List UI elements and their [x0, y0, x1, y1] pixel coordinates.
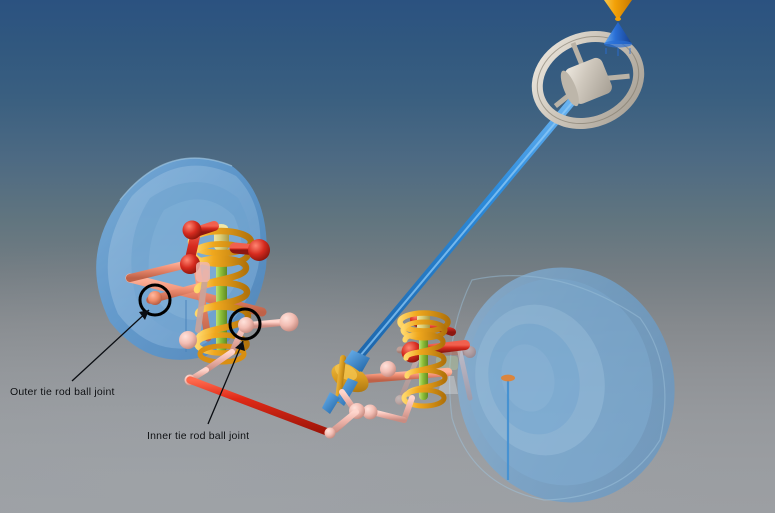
callout-circle — [228, 307, 262, 341]
steering-wheel — [531, 30, 645, 130]
leader-arrowhead — [139, 310, 149, 320]
annotation-outer-tie-rod-ball-joint[interactable] — [71, 283, 172, 382]
axis-marker-icon — [604, 0, 632, 56]
leader-line — [207, 340, 244, 425]
left-suspension — [125, 220, 299, 386]
tie-rod — [186, 376, 359, 439]
label-inner-tie-rod-ball-joint: Inner tie rod ball joint — [147, 430, 250, 442]
leader-line — [71, 309, 150, 382]
annotation-inner-tie-rod-ball-joint[interactable] — [207, 307, 262, 425]
right-strut-assembly — [347, 310, 470, 423]
callout-circle — [138, 283, 172, 317]
right-tire — [448, 267, 675, 503]
label-outer-tie-rod-ball-joint: Outer tie rod ball joint — [10, 386, 115, 398]
leader-arrowhead — [235, 341, 245, 351]
